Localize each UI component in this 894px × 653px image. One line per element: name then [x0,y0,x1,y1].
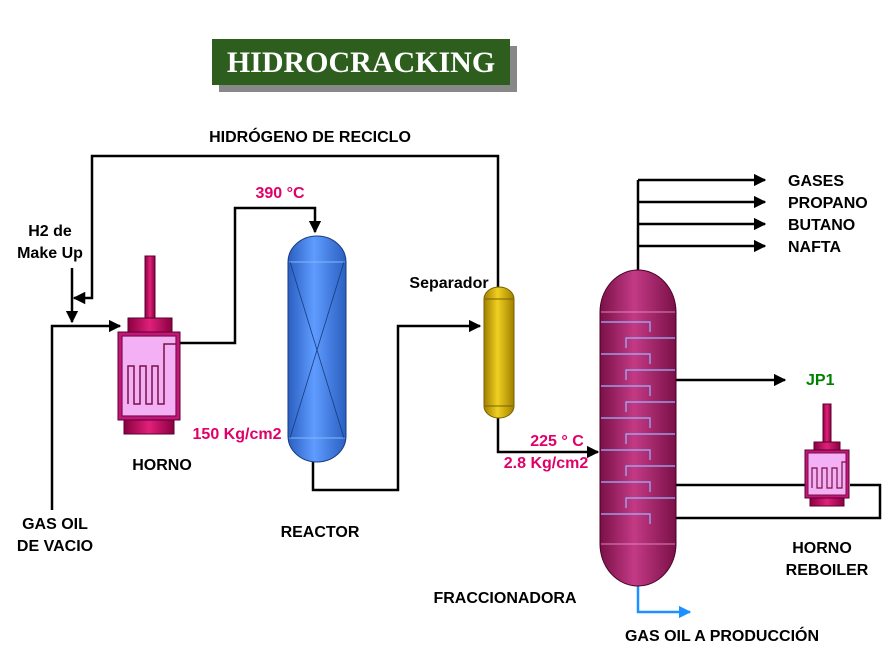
gas-oil-label-line1: GAS OIL [22,516,88,533]
h2-makeup-label-line1: H2 de [28,223,72,240]
reactor-label: REACTOR [281,524,360,541]
hydrogen-recycle-line [72,154,500,305]
gas-oil-production-label: GAS OIL A PRODUCCIÓN [625,626,819,645]
separator-label: Separador [409,275,488,292]
recycle-label: HIDRÓGENO DE RECICLO [209,127,411,146]
reactor-vessel [287,235,347,463]
fractionator-label: FRACCIONADORA [433,590,577,607]
separator-vessel [483,286,515,419]
fractionator-column [599,269,677,587]
separator-to-fractionator-line [496,418,600,459]
separator-pressure: 2.8 Kg/cm2 [504,455,589,472]
product-gases: GASES [788,173,844,190]
page-title: HIDROCRACKING [227,46,495,79]
h2-makeup-label-line2: Make Up [17,245,83,262]
furnace-pressure: 150 Kg/cm2 [193,426,282,443]
separator-temperature: 225 ° C [530,433,584,450]
reboiler-return-line [675,483,882,520]
reboiler-label-line2: REBOILER [786,562,869,579]
reactor-temperature: 390 °C [255,185,305,202]
product-butano: BUTANO [788,217,855,234]
furnace-to-reactor-line [178,206,322,345]
product-nafta: NAFTA [788,239,841,256]
gas-oil-feed-line [50,319,122,510]
reboiler-furnace [804,403,850,507]
gas-oil-production-line [636,585,692,619]
furnace [117,255,181,435]
title-box: HIDROCRACKING [212,39,517,92]
furnace-label: HORNO [132,457,192,474]
product-jp1: JP1 [806,372,835,389]
reboiler-label-line1: HORNO [792,540,852,557]
gas-oil-label-line2: DE VACIO [17,538,93,555]
product-propano: PROPANO [788,195,868,212]
reactor-to-separator-line [311,319,482,492]
